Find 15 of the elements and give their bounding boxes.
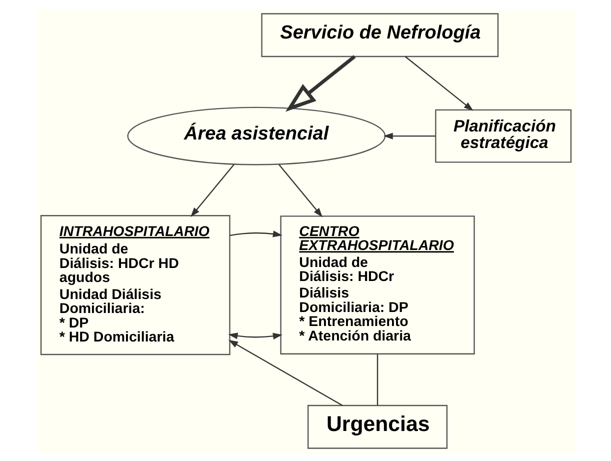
arrow	[228, 339, 342, 406]
arrow	[284, 54, 356, 112]
arrow	[382, 132, 435, 139]
arrow	[228, 332, 282, 339]
arrow	[229, 230, 282, 237]
node-box: INTRAHOSPITALARIO Unidad de Diálisis: HDCr HD agudos Unidad Diálisis Domiciliaria: * DP * HD Domiciliaria	[40, 214, 230, 355]
arrow	[404, 56, 473, 110]
node-box: CENTRO EXTRAHOSPITALARIO Unidad de Diálisis: HDCr Diálisis Domiciliaria: DP * Entrenamiento * Atención diaria	[280, 215, 474, 354]
node-box: Planificación estratégica	[434, 108, 572, 162]
arrow	[278, 164, 322, 217]
arrow	[190, 164, 234, 216]
node-box: Servicio de Nefrología	[260, 12, 498, 57]
connector	[376, 353, 378, 405]
node-ellipse: Área asistencial	[126, 106, 386, 165]
node-box: Urgencias	[306, 404, 448, 448]
